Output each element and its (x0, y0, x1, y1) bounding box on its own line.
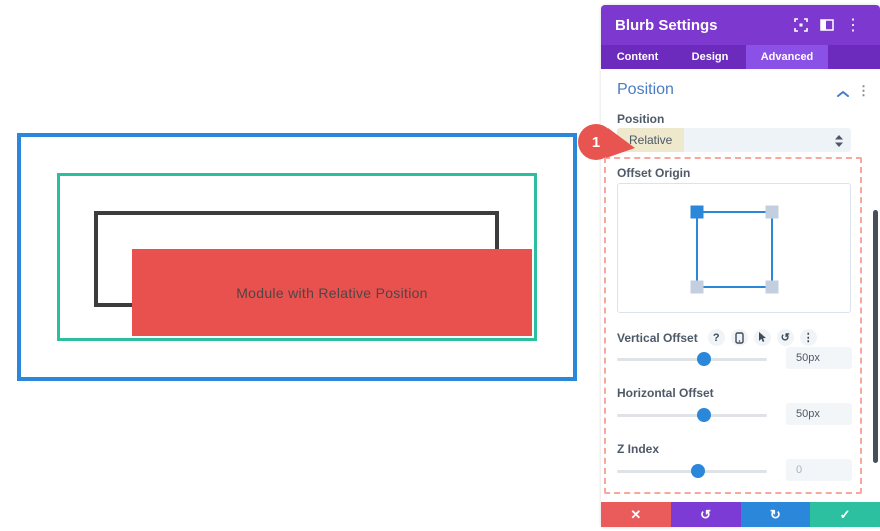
offset-origin-label: Offset Origin (617, 166, 691, 180)
blurb-settings-modal: Blurb Settings ⋮ Content Design Advanced… (601, 5, 880, 527)
z-index-value[interactable]: 0 (786, 459, 852, 481)
slider-thumb[interactable] (696, 408, 711, 422)
tab-content[interactable]: Content (616, 51, 659, 63)
tab-advanced[interactable]: Advanced (746, 45, 828, 69)
vertical-offset-row: Vertical Offset ? ↺ ⋮ (617, 329, 817, 346)
vertical-offset-label: Vertical Offset (617, 330, 698, 345)
panel-layout-icon[interactable] (814, 12, 840, 38)
section-rect-blue (17, 133, 577, 381)
focus-mode-icon[interactable] (788, 12, 814, 38)
position-select[interactable]: Relative (617, 128, 851, 152)
tab-design[interactable]: Design (691, 51, 729, 63)
offset-origin-picker[interactable] (617, 183, 851, 313)
module-label: Module with Relative Position (236, 284, 428, 301)
step-1-annotation-marker: 1 (578, 124, 635, 160)
row-rect-teal (57, 173, 537, 341)
z-index-label: Z Index (617, 442, 660, 456)
reset-icon[interactable]: ↺ (776, 329, 794, 346)
position-section-title[interactable]: Position (617, 81, 674, 98)
save-button[interactable]: ✓ (810, 502, 880, 527)
z-index-slider[interactable] (617, 464, 767, 478)
step-number: 1 (592, 134, 600, 151)
settings-tabs: Content Design Advanced (601, 45, 880, 69)
header-menu-icon[interactable]: ⋮ (845, 17, 861, 34)
section-menu-icon[interactable]: ⋮ (857, 83, 870, 98)
module-rect-red[interactable]: Module with Relative Position (132, 249, 532, 336)
horizontal-offset-label: Horizontal Offset (617, 386, 714, 400)
chevron-up-icon[interactable] (837, 85, 849, 103)
origin-handle-top-left[interactable] (690, 205, 704, 219)
horizontal-offset-slider[interactable] (617, 408, 767, 422)
horizontal-offset-value[interactable]: 50px (786, 403, 852, 425)
origin-handle-bottom-right[interactable] (765, 280, 779, 294)
redo-button[interactable]: ↻ (740, 502, 811, 527)
position-select-value: Relative (617, 128, 685, 152)
vertical-offset-slider[interactable] (617, 352, 767, 366)
modal-title: Blurb Settings (615, 16, 718, 34)
select-sort-icon (835, 134, 843, 152)
origin-handle-top-right[interactable] (765, 205, 779, 219)
panel-scrollbar[interactable] (873, 210, 878, 463)
origin-handle-bottom-left[interactable] (690, 280, 704, 294)
slider-thumb[interactable] (690, 464, 705, 478)
modal-footer: ✕ ↺ ↻ ✓ (601, 502, 880, 527)
undo-button[interactable]: ↺ (670, 502, 741, 527)
responsive-phone-icon[interactable] (730, 329, 748, 346)
hover-cursor-icon[interactable] (753, 329, 771, 346)
modal-header[interactable]: Blurb Settings ⋮ (601, 5, 880, 45)
position-field-label: Position (617, 112, 665, 126)
vertical-offset-value[interactable]: 50px (786, 347, 852, 369)
slider-thumb[interactable] (696, 352, 711, 366)
help-icon[interactable]: ? (707, 329, 725, 346)
field-menu-icon[interactable]: ⋮ (799, 329, 817, 346)
discard-button[interactable]: ✕ (601, 502, 671, 527)
